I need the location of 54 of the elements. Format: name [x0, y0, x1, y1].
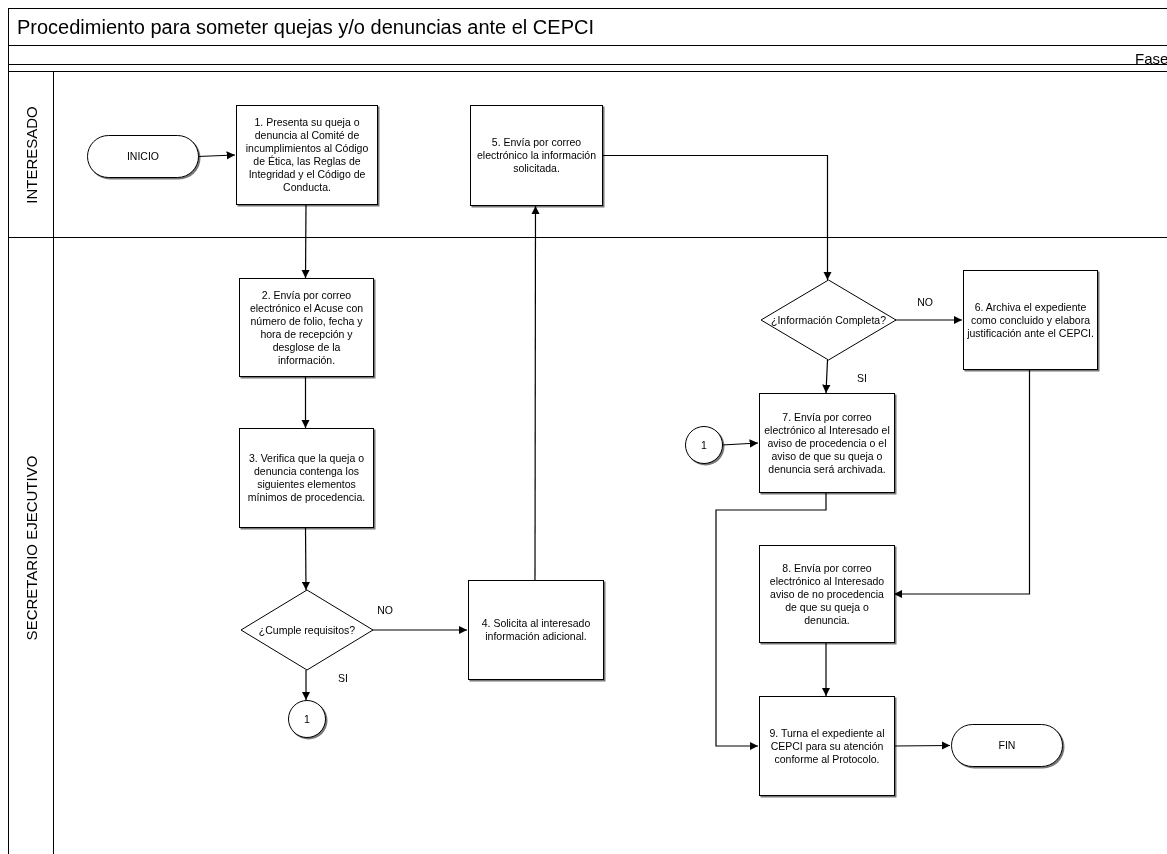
edge-label: NO	[376, 604, 394, 616]
process-box	[468, 580, 604, 680]
node-text: 1	[304, 712, 310, 726]
node-text: 5. Envía por correo electrónico la información solicitada.	[475, 136, 598, 175]
process-box	[759, 696, 895, 796]
arrow	[197, 151, 236, 160]
arrow	[301, 669, 311, 701]
node-text: 4. Solicita al interesado información adicional.	[480, 617, 592, 643]
arrow	[821, 642, 831, 697]
node-text: ¿Información Completa?	[771, 313, 886, 327]
node-text: 3. Verifica que la queja o denuncia contenga los siguientes elementos mínimos de procedencia.	[246, 452, 367, 504]
edge-label: SI	[856, 372, 868, 384]
process-box	[470, 105, 603, 206]
diagram-title: Procedimiento para someter quejas y/o denuncias ante el CEPCI	[17, 16, 594, 39]
connector-circle	[685, 426, 723, 464]
node-text: 2. Envía por correo electrónico el Acuse con número de folio, fecha y hora de recepción y desglose de la información.	[248, 288, 365, 367]
node-text: 7. Envía por correo electrónico al Interesado el aviso de procedencia o el aviso de que su queja o denuncia será archivada.	[763, 410, 891, 476]
arrow	[301, 204, 310, 279]
terminal-shape	[951, 724, 1063, 767]
edge-label: SI	[337, 672, 349, 684]
connector-circle	[288, 700, 326, 738]
node-text: 8. Envía por correo electrónico al Interesado aviso de no procedencia de que su queja o denuncia.	[768, 561, 886, 627]
arrow	[822, 359, 831, 394]
lane-label: INTERESADO	[22, 106, 40, 204]
arrow	[721, 439, 759, 448]
arrow	[894, 315, 963, 325]
arrow	[301, 527, 311, 591]
lane-label: SECRETARIO EJECUTIVO	[22, 455, 40, 641]
process-box	[236, 105, 378, 205]
node-text: FIN	[998, 739, 1016, 752]
node-text: ¿Cumple requisitos?	[258, 623, 356, 637]
arrow	[601, 154, 832, 281]
arrow	[893, 741, 951, 750]
phase-header: Fase	[1135, 50, 1167, 67]
edge-label: NO	[916, 296, 934, 308]
node-text: 1	[701, 438, 707, 452]
node-text: INICIO	[126, 150, 160, 163]
node-text: 6. Archiva el expediente como concluido y elabora justificación ante el CEPCI.	[967, 300, 1094, 340]
node-text: 9. Turna el expediente al CEPCI para su atención conforme al Protocolo.	[768, 726, 886, 766]
process-box	[239, 428, 374, 528]
node-text: 1. Presenta su queja o denuncia al Comité de incumplimientos al Código de Ética, las Reglas de Integridad y el Código de Conducta.	[244, 116, 370, 194]
decision-diamond	[241, 590, 373, 670]
arrow	[301, 376, 310, 429]
arrow	[531, 205, 540, 581]
process-box	[759, 545, 895, 643]
arrow	[715, 492, 827, 751]
decision-diamond	[761, 280, 896, 360]
arrow	[893, 369, 1031, 599]
swimlane	[8, 72, 1167, 238]
arrow	[371, 625, 468, 635]
terminal-shape	[87, 135, 199, 178]
process-box	[963, 270, 1098, 370]
process-box	[239, 278, 374, 377]
process-box	[759, 393, 895, 493]
